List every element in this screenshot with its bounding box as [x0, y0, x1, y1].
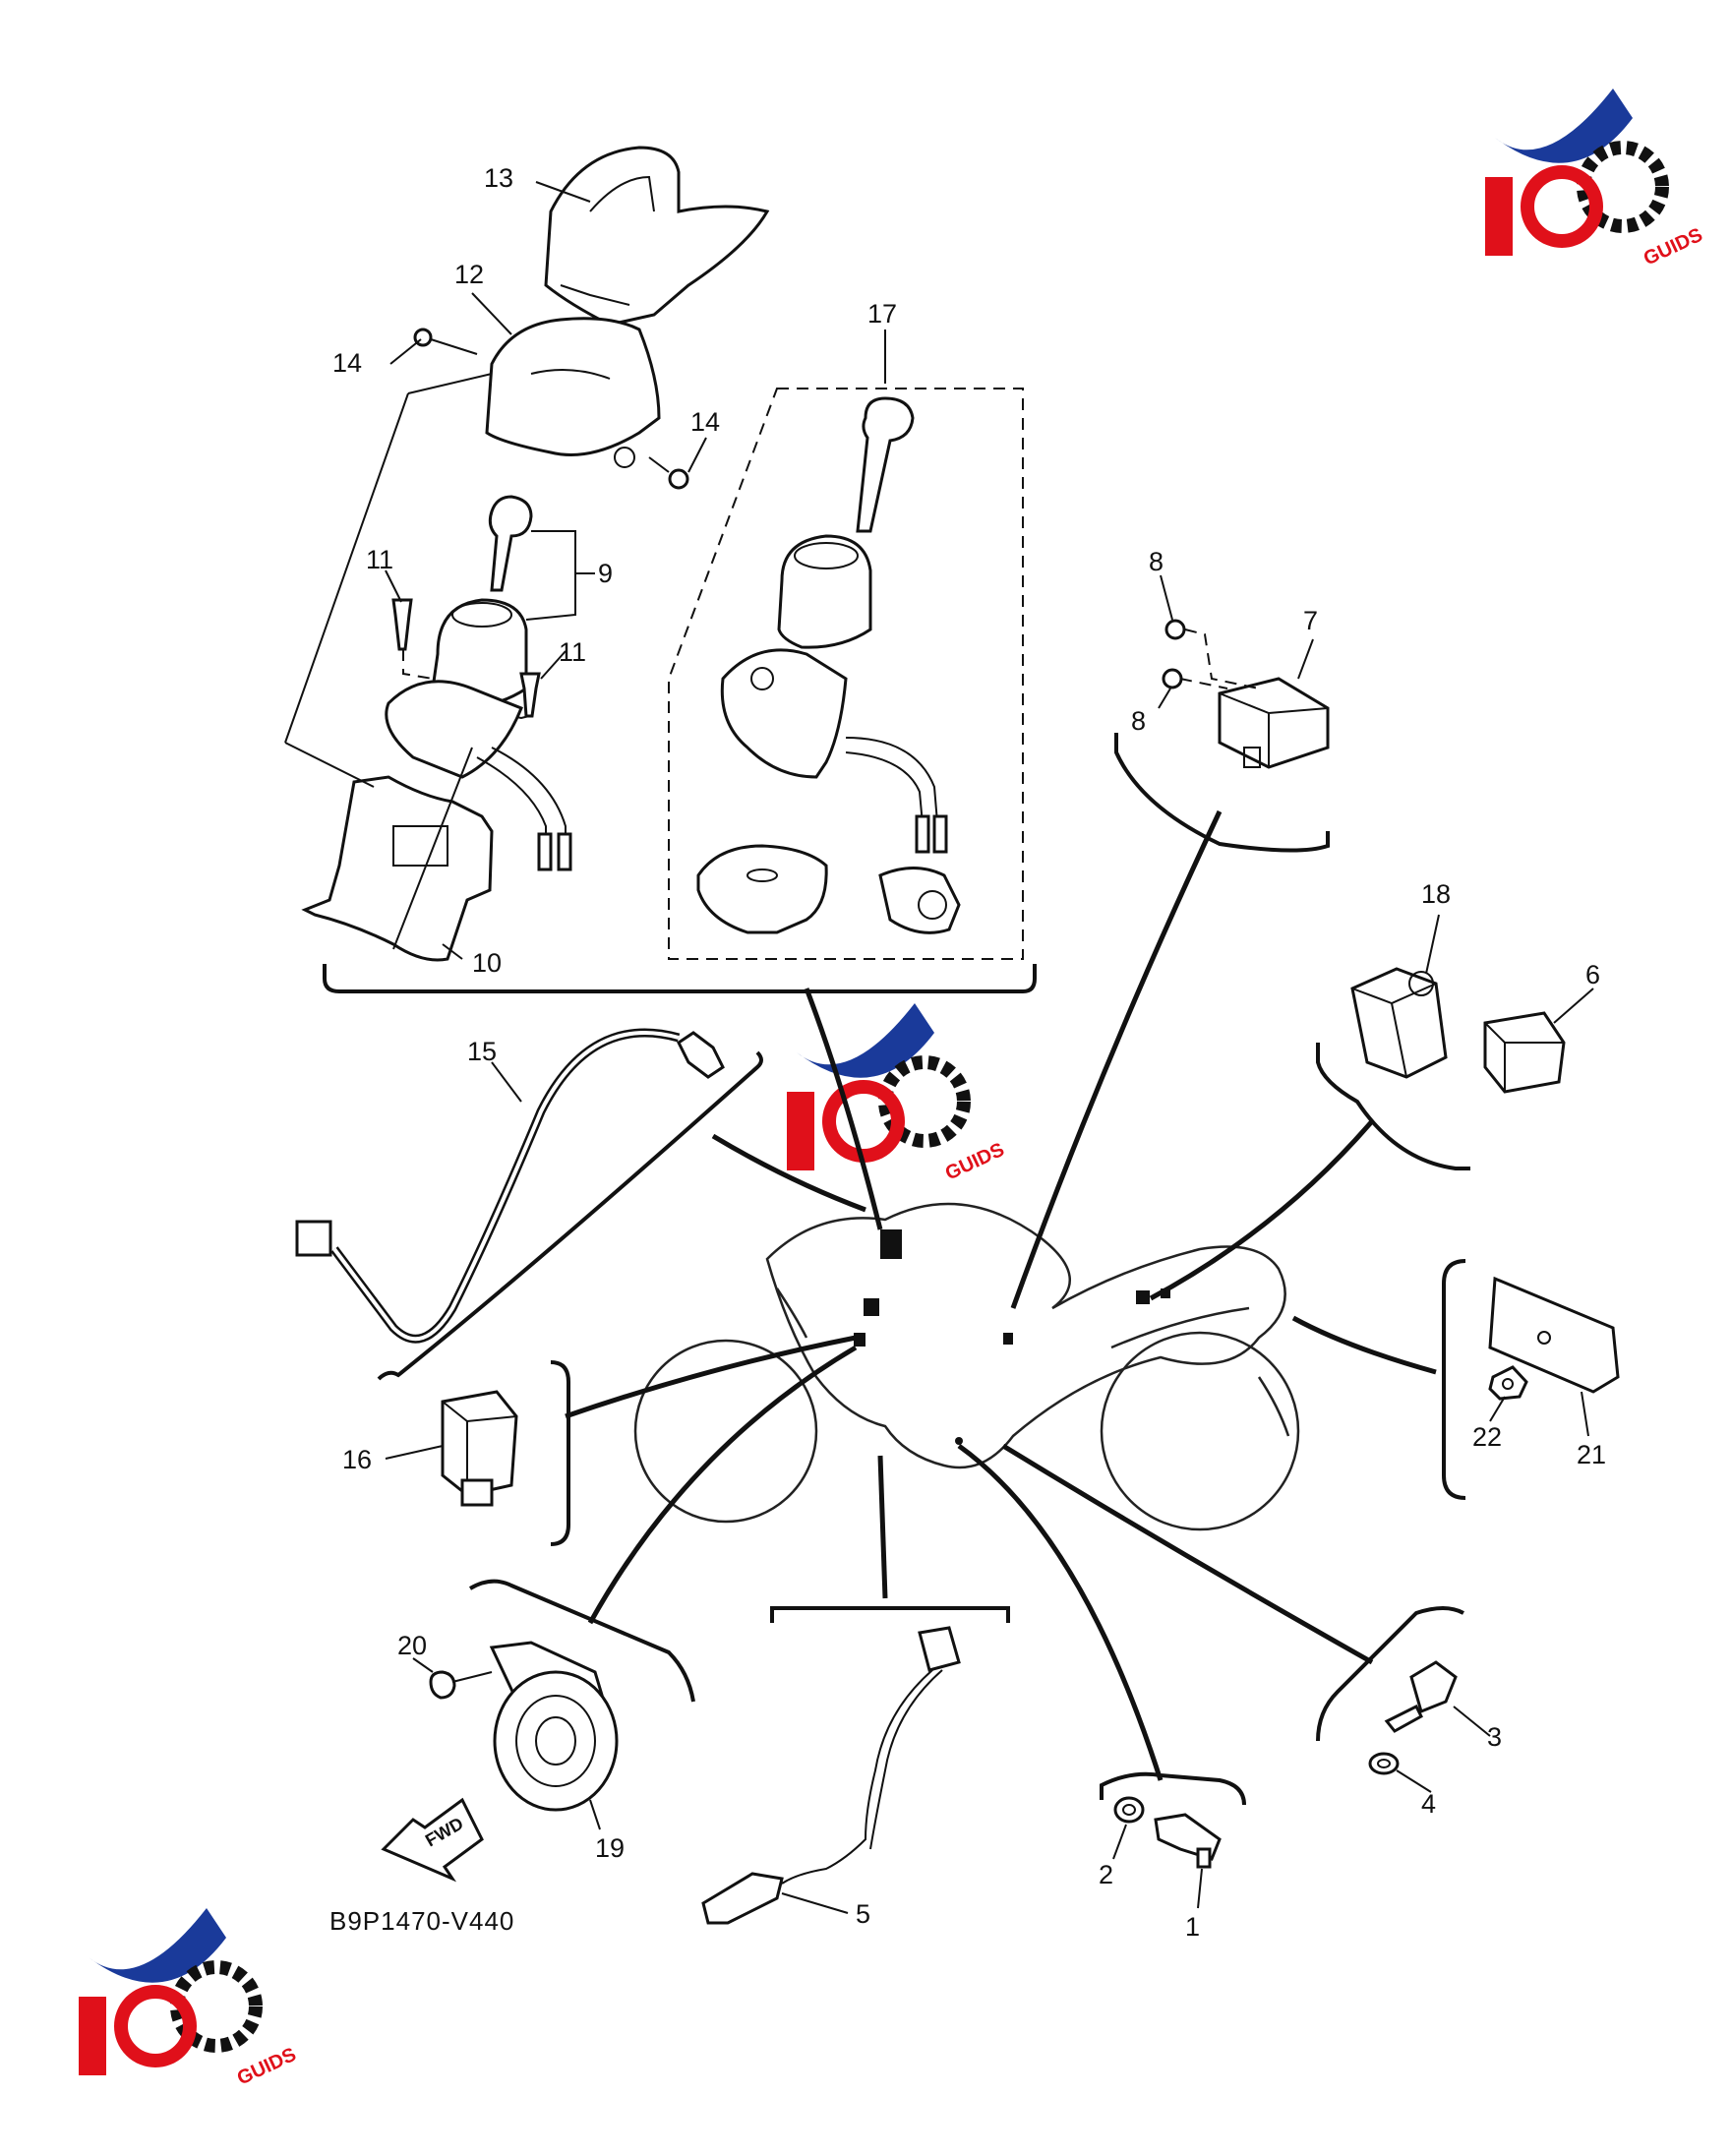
- watermark-logo-top-right: GUIDS: [1485, 89, 1706, 270]
- callout-21: 21: [1577, 1440, 1606, 1469]
- forward-direction-arrow: FWD: [381, 1797, 484, 1883]
- part-13-upper-handlebar-cover: [544, 146, 770, 327]
- callout-1: 1: [1185, 1912, 1200, 1942]
- part-21-reflector: [1488, 1276, 1620, 1394]
- part-3-temperature-sensor: [1384, 1660, 1458, 1733]
- callout-6: 6: [1585, 960, 1600, 989]
- part-7-relay-unit: [1218, 677, 1330, 769]
- part-5-sensor: [701, 1626, 961, 1925]
- part-1-sensor-switch: [1154, 1813, 1222, 1869]
- callout-7: 7: [1303, 606, 1318, 635]
- callout-11b: 11: [559, 637, 586, 667]
- callout-leaders: [385, 181, 1594, 1914]
- part-8-screws: [1162, 619, 1260, 689]
- callout-17: 17: [867, 299, 897, 329]
- callout-19: 19: [595, 1833, 625, 1863]
- part-code: B9P1470-V440: [329, 1906, 514, 1936]
- callout-15: 15: [467, 1037, 497, 1066]
- watermark-logo-bottom-left: GUIDS: [79, 1908, 300, 2090]
- part-6-relay: [1483, 1011, 1566, 1094]
- part-2-gasket: [1113, 1796, 1145, 1824]
- callout-2: 2: [1099, 1860, 1113, 1889]
- watermark-text: GUIDS: [942, 1139, 1008, 1185]
- part-17-lock-set: [668, 388, 1024, 960]
- group-brackets: [323, 733, 1470, 1806]
- callout-10: 10: [472, 948, 502, 978]
- part-14-screws: [413, 328, 689, 490]
- callout-5: 5: [856, 1899, 870, 1929]
- part-15-sensor-lead: [295, 1028, 725, 1344]
- watermark-text: GUIDS: [1641, 224, 1706, 270]
- callout-11a: 11: [366, 545, 393, 574]
- part-10-bracket: [284, 373, 494, 962]
- callout-4: 4: [1421, 1789, 1436, 1819]
- callout-18: 18: [1421, 879, 1451, 909]
- callout-8a: 8: [1149, 547, 1164, 576]
- part-19-horn: [489, 1641, 619, 1812]
- motorcycle-outline: [633, 1202, 1300, 1531]
- part-9-main-switch-set: [385, 495, 576, 871]
- callout-12: 12: [454, 260, 484, 289]
- callout-20: 20: [397, 1631, 427, 1660]
- part-22-nut: [1488, 1365, 1528, 1401]
- part-11-bolts: [391, 598, 541, 720]
- watermark-text: GUIDS: [234, 2044, 300, 2090]
- callout-13: 13: [484, 163, 513, 193]
- callout-9: 9: [598, 559, 613, 588]
- callout-16: 16: [342, 1445, 372, 1474]
- callout-22: 22: [1472, 1422, 1502, 1452]
- callout-8b: 8: [1131, 706, 1146, 736]
- callout-14b: 14: [690, 407, 720, 437]
- part-4-gasket: [1368, 1752, 1400, 1775]
- part-16-relay: [441, 1390, 518, 1507]
- part-20-bolt: [429, 1670, 493, 1700]
- part-12-handlebar-cover: [485, 317, 661, 468]
- leader-spokes: [565, 809, 1437, 1781]
- callout-14a: 14: [332, 348, 362, 378]
- callout-labels: 1 2 3 4 5 6 7 8 8 9 10 11 11 12 13 14 14…: [332, 163, 1606, 1942]
- part-18-flasher-relay: [1350, 967, 1448, 1079]
- callout-3: 3: [1487, 1722, 1502, 1752]
